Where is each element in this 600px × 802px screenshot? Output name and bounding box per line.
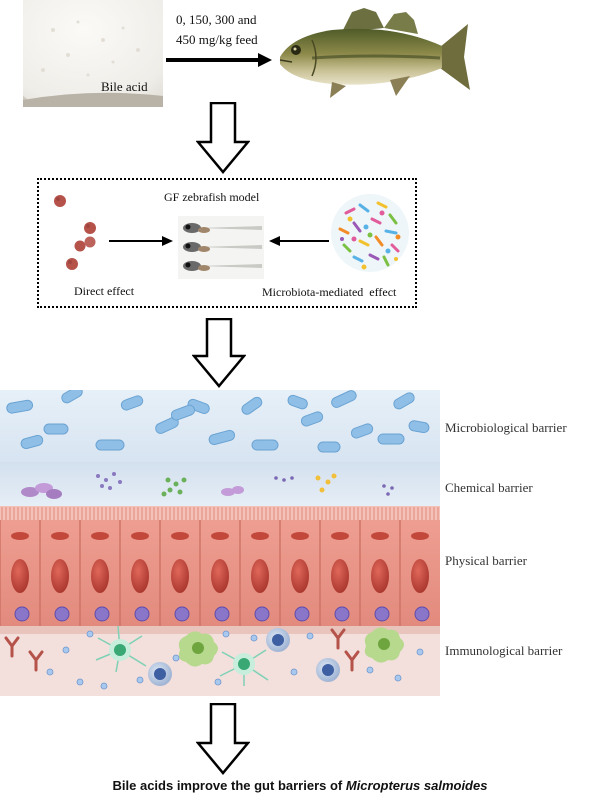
epithelial-cell — [239, 520, 270, 626]
label-chemical-barrier: Chemical barrier — [445, 480, 533, 495]
bacterium-rod — [287, 394, 308, 410]
bile-acid-powder-photo — [23, 0, 163, 107]
model-title: GF zebrafish model — [164, 190, 260, 204]
epithelial-cell — [359, 520, 390, 626]
microbiota-circle-icon — [331, 194, 409, 272]
bacterium-rod — [95, 439, 125, 451]
label-immunological-barrier: Immunological barrier — [445, 643, 563, 658]
purple-dots-3 — [382, 484, 394, 496]
antibody-icons — [4, 628, 360, 672]
macrophage-1 — [178, 631, 218, 667]
bacterium-rod — [331, 390, 357, 408]
bacteria-rods — [6, 390, 430, 453]
bacterium-rod — [208, 429, 236, 446]
epithelial-cell — [199, 520, 230, 626]
bacterium-rod — [317, 441, 341, 453]
gut-barrier-illustration — [0, 390, 440, 696]
chemical-zone — [0, 462, 440, 506]
lymphocyte-1 — [148, 662, 172, 686]
bacterium-rod — [350, 423, 374, 439]
down-arrow-1 — [196, 102, 250, 174]
bacterium-rod — [251, 439, 279, 451]
caption-prefix: Bile acids improve the gut barriers of — [112, 778, 346, 793]
direct-effect-arrow — [109, 236, 173, 246]
epithelial-cell — [0, 520, 30, 626]
epithelial-cell — [399, 520, 430, 626]
dendritic-cell-1 — [95, 625, 147, 673]
bile-acid-particles-icon — [54, 195, 96, 270]
bacterium-rod — [120, 395, 144, 411]
bass-fish-image — [279, 8, 470, 98]
down-arrow-2 — [192, 318, 246, 388]
macrophage-2 — [364, 627, 404, 663]
powder-label: Bile acid — [101, 79, 148, 94]
epithelial-cell — [119, 520, 150, 626]
microbiota-effect-arrow — [269, 236, 329, 246]
bacterium-rod — [408, 420, 430, 434]
powder-image — [23, 0, 163, 107]
bacterium-rod — [43, 423, 69, 435]
microbiota-effect-label: Microbiota-mediated effect — [262, 285, 397, 299]
label-physical-barrier: Physical barrier — [445, 553, 527, 568]
lymphocyte-2 — [266, 628, 290, 652]
caption-species: Micropterus salmoides — [345, 778, 488, 793]
green-dots — [161, 477, 187, 497]
epithelial-cell — [279, 520, 310, 626]
bacterium-rod — [300, 411, 324, 427]
epithelial-cell — [79, 520, 110, 626]
gf-zebrafish-model-box — [37, 178, 417, 308]
epithelial-cell — [319, 520, 350, 626]
bacterium-rod — [393, 392, 415, 410]
label-microbiological-barrier: Microbiological barrier — [445, 420, 567, 435]
dendritic-cell-2 — [219, 649, 269, 686]
bacterium-rod — [187, 398, 210, 415]
antimicrobial-dots — [96, 472, 122, 490]
small-mucin — [221, 486, 244, 496]
bacterium-rod — [241, 396, 263, 415]
bacterium-rod — [155, 417, 179, 434]
epithelial-cell — [159, 520, 190, 626]
bacterium-rod — [61, 390, 83, 404]
dose-text-line2: 450 mg/kg feed — [176, 32, 258, 47]
right-arrow-dose — [166, 53, 272, 67]
bacterium-rod — [377, 433, 405, 445]
mucin-cluster — [21, 483, 62, 499]
bacterium-rod — [170, 404, 196, 421]
epithelial-cell — [39, 520, 70, 626]
direct-effect-label: Direct effect — [74, 284, 135, 298]
bacterium-rod — [20, 434, 44, 450]
lymphocyte-3 — [316, 658, 340, 682]
down-arrow-3 — [196, 703, 250, 775]
caption: Bile acids improve the gut barriers of M… — [0, 778, 600, 793]
zebrafish-larvae-image — [178, 216, 264, 279]
cytokine-dots — [46, 630, 424, 690]
purple-dots-2 — [274, 476, 294, 482]
yellow-dots — [315, 473, 337, 493]
dose-text-line1: 0, 150, 300 and — [176, 12, 257, 27]
bacterium-rod — [6, 399, 34, 414]
